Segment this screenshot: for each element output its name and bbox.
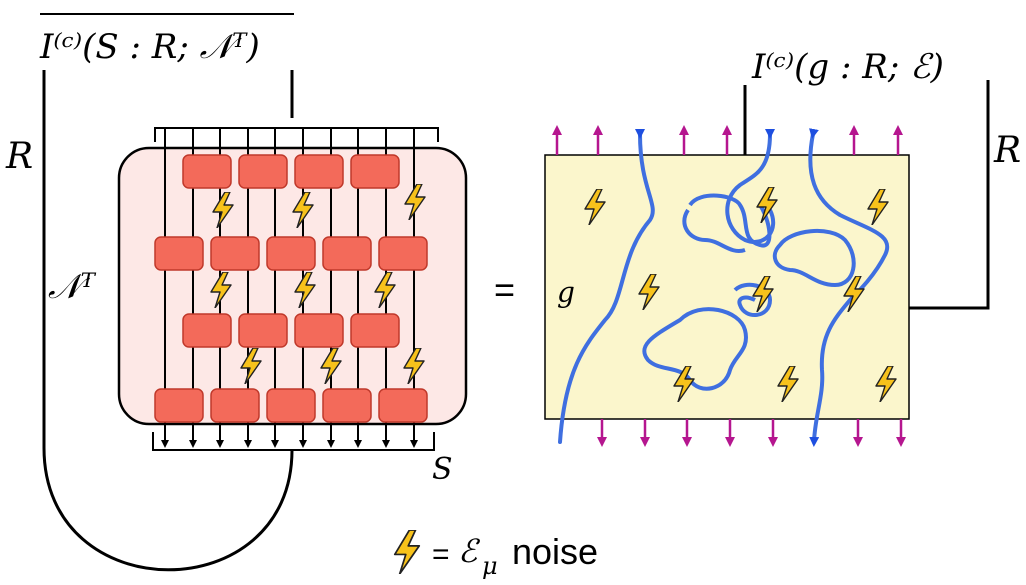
legend-noise-word: noise	[512, 531, 598, 572]
legend-noise-subscript: μ	[482, 552, 498, 580]
legend-equals: =	[432, 538, 450, 571]
left-mutual-info-label: I⁽ᶜ⁾(S : R; 𝒩ᵀ)	[39, 27, 260, 67]
output-system-label: S	[432, 452, 453, 487]
bulk-diagram	[544, 80, 990, 447]
right-reference-label: R	[993, 130, 1021, 171]
left-reference-label: R	[5, 136, 33, 177]
top-magenta-arrows	[552, 125, 903, 155]
bulk-g-label: g	[557, 276, 575, 309]
bottom-magenta-arrows	[597, 419, 906, 447]
channel-box	[117, 146, 468, 426]
blue-loops	[642, 193, 856, 391]
legend: = ℰ μ noise	[393, 530, 598, 580]
equals-sign: =	[494, 269, 515, 310]
reference-loop	[42, 70, 294, 572]
lightning-icon	[393, 530, 421, 574]
right-mutual-info-label: I⁽ᶜ⁾(g : R; ℰ)	[751, 47, 944, 87]
legend-noise-symbol: ℰ	[458, 532, 481, 570]
circuit-diagram	[40, 13, 468, 572]
gates	[154, 154, 428, 423]
channel-label: 𝒩ᵀ	[48, 267, 97, 307]
top-bracket	[154, 127, 439, 142]
bottom-bracket	[152, 432, 435, 451]
right-reference-loop	[909, 80, 990, 310]
